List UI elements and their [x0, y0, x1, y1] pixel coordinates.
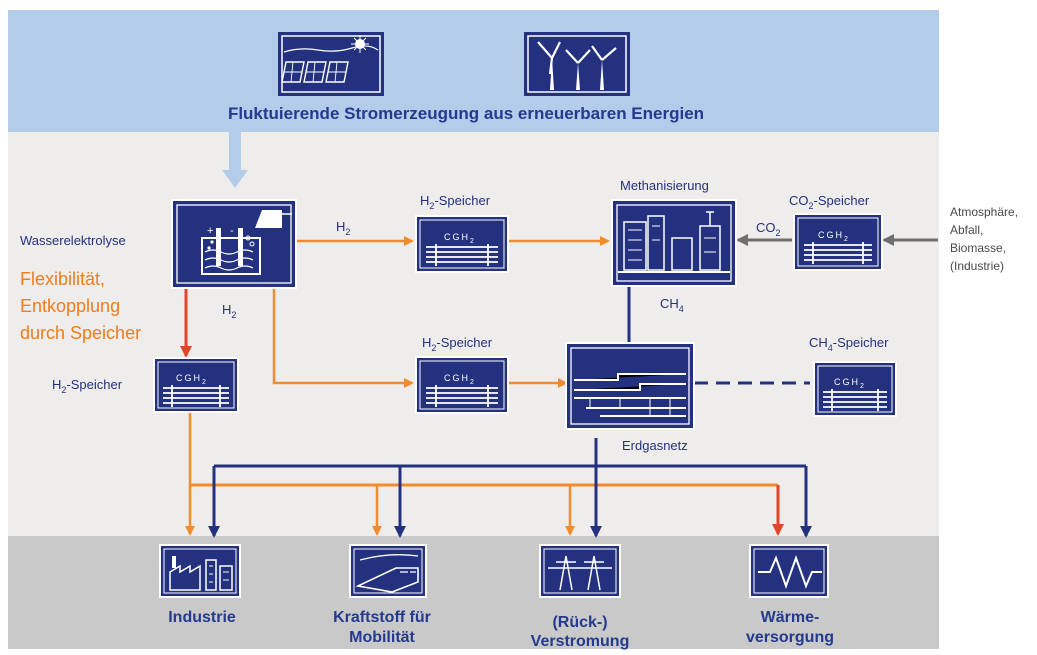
flexibility-line-1: Flexibilität,	[20, 269, 105, 289]
consumer-label-waerme-2: versorgung	[746, 629, 834, 646]
flexibility-line-2: Entkopplung	[20, 296, 120, 316]
gas-grid-icon	[565, 342, 695, 430]
solar-panel-icon	[278, 32, 384, 96]
supply-arrow	[222, 132, 248, 188]
sources-line-1: Atmosphäre,	[950, 205, 1018, 219]
sources-line-4: (Industrie)	[950, 259, 1004, 273]
h2-top-text: H	[336, 219, 345, 234]
cgh-label: CGH2	[444, 373, 476, 386]
h2-storage-top: CGH2	[415, 215, 509, 273]
consumer-label-verstromung-2: Verstromung	[531, 633, 630, 650]
svg-text:+: +	[207, 225, 213, 237]
h2-label-top-arrow: H2	[336, 219, 350, 237]
top-band	[8, 10, 939, 132]
consumer-label-mobilitaet-2: Mobilität	[349, 629, 415, 646]
h2-storage-middle-label: H2-Speicher	[422, 335, 493, 353]
consumer-label-mobilitaet-1: Kraftstoff für	[333, 609, 431, 626]
consumer-label-waerme-1: Wärme-	[761, 609, 820, 626]
co2-storage-label: CO2-Speicher	[789, 193, 870, 211]
co2-storage: CGH2	[793, 213, 883, 271]
sources-text: Atmosphäre, Abfall, Biomasse, (Industrie…	[950, 205, 1021, 273]
cgh-label: CGH2	[834, 377, 866, 390]
cgh-label: CGH2	[176, 373, 208, 386]
h2-label-electrolyser: H2	[222, 302, 236, 320]
gas-grid-label: Erdgasnetz	[622, 438, 688, 453]
ch4-storage: CGH2	[813, 361, 897, 417]
h2-storage-middle: CGH2	[415, 356, 509, 414]
h2-top-sub: 2	[345, 227, 350, 237]
co2-arrow-label: CO2	[756, 220, 781, 238]
ch4-storage-label: CH4-Speicher	[809, 335, 889, 353]
cgh-label: CGH2	[444, 232, 476, 245]
hydrogen-flows	[180, 236, 784, 536]
svg-text:-: -	[230, 225, 234, 237]
ch4-label: CH4	[660, 296, 684, 314]
electrolysis-label: Wasserelektrolyse	[20, 233, 126, 248]
h2-storage-left: CGH2	[153, 357, 239, 413]
train-icon	[349, 544, 427, 598]
header-title: Fluktuierende Stromerzeugung aus erneuer…	[228, 104, 704, 123]
middle-band	[8, 132, 939, 536]
flexibility-line-3: durch Speicher	[20, 323, 141, 343]
electrolyser-icon: + -	[171, 199, 297, 289]
sources-line-3: Biomasse,	[950, 241, 1006, 255]
h2-storage-top-label: H2-Speicher	[420, 193, 491, 211]
h2-main-text: H	[222, 302, 231, 317]
cgh-label: CGH2	[818, 230, 850, 243]
consumer-label-industrie: Industrie	[168, 609, 236, 626]
power-line-icon	[539, 544, 621, 598]
wind-turbine-icon	[524, 32, 630, 96]
h2-main-sub: 2	[231, 310, 236, 320]
factory-icon	[159, 544, 241, 598]
h2-storage-left-label: H2-Speicher	[52, 377, 123, 395]
methanisation-plant-icon	[611, 199, 737, 287]
heat-wave-icon	[749, 544, 829, 598]
sources-line-2: Abfall,	[950, 223, 983, 237]
flexibility-text: Flexibilität, Entkopplung durch Speicher	[20, 269, 141, 343]
gas-grid-flows	[208, 286, 812, 538]
consumer-label-verstromung-1: (Rück-)	[552, 614, 607, 631]
methanisation-label: Methanisierung	[620, 178, 709, 193]
